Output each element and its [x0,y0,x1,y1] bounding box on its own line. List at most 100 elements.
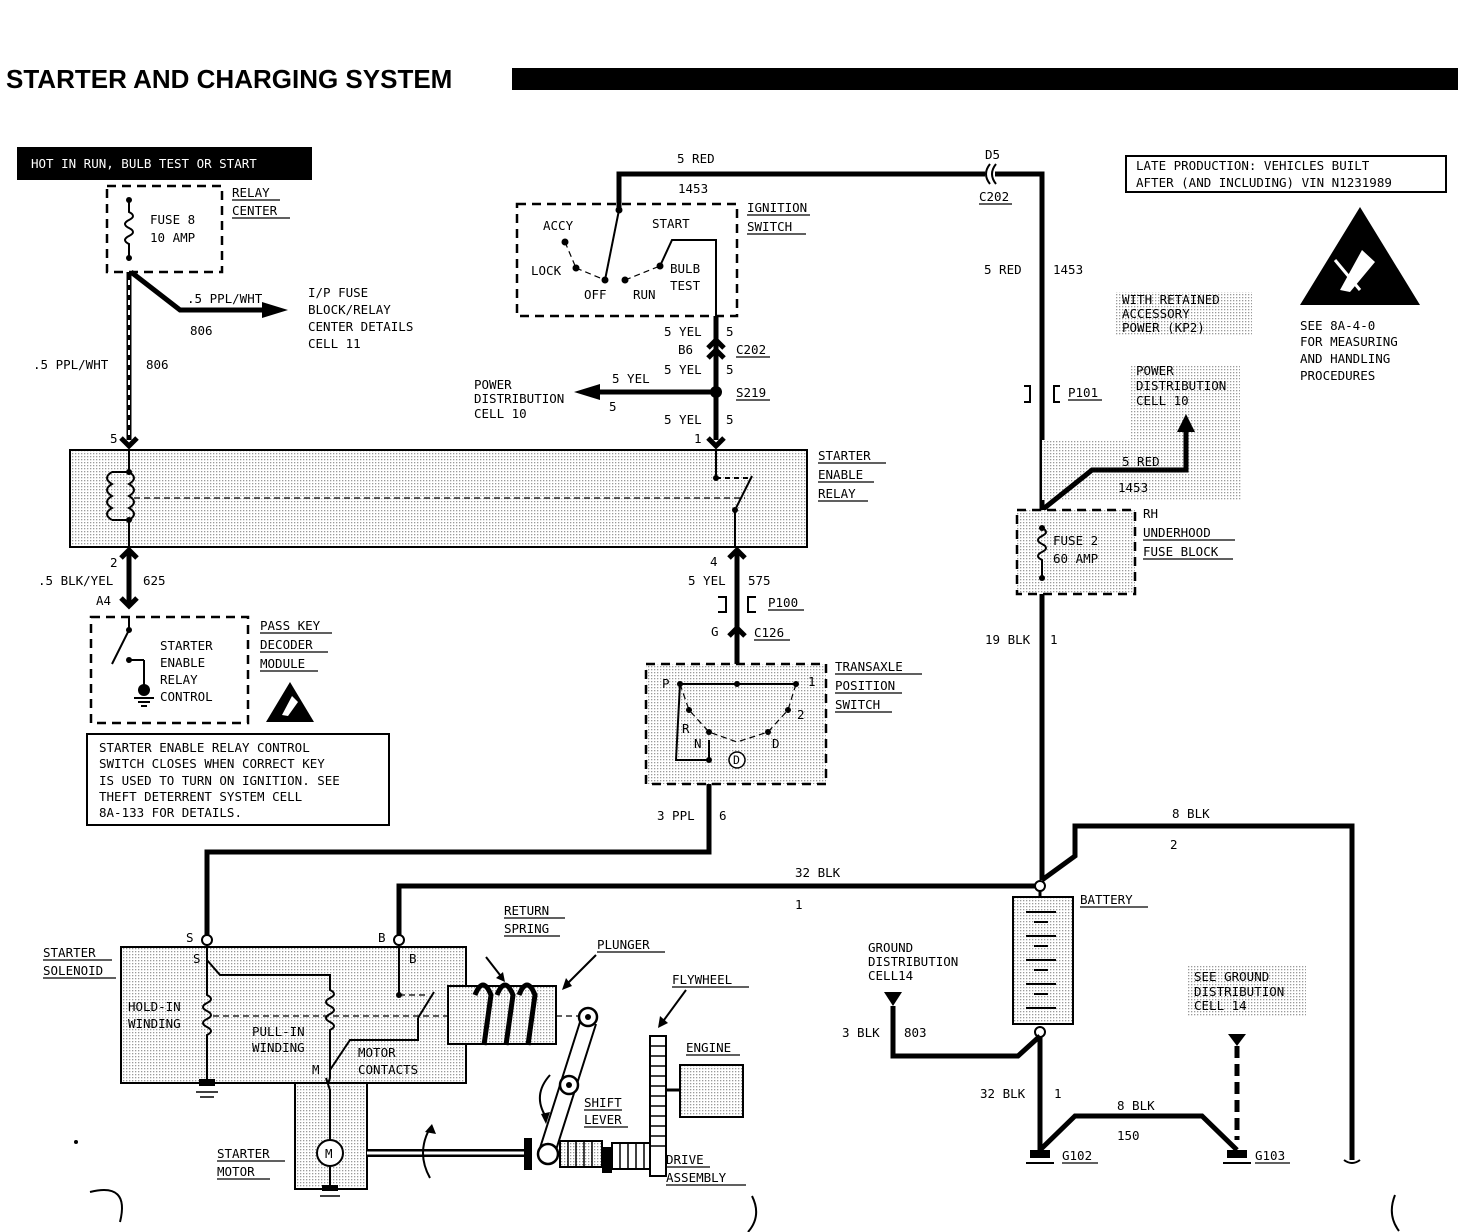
c202-top-d5: D5 [985,147,1000,162]
yel-w1: 5 YEL [664,324,702,339]
fuse-2-icon [1037,527,1047,578]
right-red-label: 5 RED [984,262,1022,277]
pass-key-box [89,615,250,725]
see-gnd-1: SEE GROUND [1194,969,1269,984]
power-dist-right-arrow-icon [1177,414,1195,432]
tx-2: 2 [797,707,805,722]
late-production-box [1125,155,1447,193]
p100-connector-icon [718,596,756,613]
gnd-dist-1: GROUND [868,940,913,955]
retained-3: POWER (KP2) [1122,320,1205,335]
pd-left-wire: 5 YEL [612,371,650,386]
g102-label: G102 [1062,1148,1092,1163]
fuse-8-icon [124,200,134,258]
connector-5-icon [119,436,139,450]
ip-fuse-circuit: 806 [190,323,213,338]
left-wire-label: .5 PPL/WHT [33,357,109,372]
starter-enable-relay-box [69,449,808,548]
fuse2-label: FUSE 2 [1053,533,1098,548]
ignition-contact-icon [604,209,620,281]
pk-inner-4: CONTROL [160,689,213,704]
esd-note-4: PROCEDURES [1300,368,1375,383]
power-dist-right-3: CELL 10 [1136,393,1189,408]
sol-hold-1: HOLD-IN [128,999,181,1014]
ign-lock: LOCK [531,263,562,278]
fuse-8-amp: 10 AMP [150,230,195,245]
power-dist-left-arrow-icon [574,384,600,400]
blk32-circuit: 1 [795,897,803,912]
c202-b6-connector-icon [706,336,726,360]
gnd-dist-3: CELL14 [868,968,913,983]
ign-accy: ACCY [543,218,574,233]
fuse2-wire: 5 RED [1122,454,1160,469]
starter-motor-ground-icon [322,1185,338,1191]
yel-n3: 5 [726,412,734,427]
esd-note-1: SEE 8A-4-0 [1300,318,1375,333]
yel-b6: B6 [678,342,693,357]
tx-label-1: TRANSAXLE [835,659,903,674]
yel575-wire-label: 5 YEL [688,573,726,588]
mech-plunger: PLUNGER [597,937,650,952]
ppl-label: 3 PPL [657,808,695,823]
transaxle-wiper-icon [674,683,709,761]
blk8-top-circuit: 2 [1170,837,1178,852]
relay-center-label-1: RELAY [232,185,270,200]
yel-c202: C202 [736,342,766,357]
blk19-circuit: 1 [1050,632,1058,647]
g103-label: G103 [1255,1148,1285,1163]
sol-b-out: B [378,930,386,945]
pd-left-3: CELL 10 [474,406,527,421]
sol-s-out: S [186,930,194,945]
page-title: STARTER AND CHARGING SYSTEM [6,64,452,94]
late-production-1: LATE PRODUCTION: VEHICLES BUILT [1136,158,1370,173]
hold-in-winding-icon [202,945,212,1080]
blk-yel-circuit: 625 [143,573,166,588]
g102-ground-icon [1030,1150,1050,1158]
right-red-wire [995,171,1045,510]
pass-key-switch-icon [111,617,130,665]
ser-label-3: RELAY [818,486,856,501]
ign-run: RUN [633,287,656,302]
sol-label-1: STARTER [43,945,96,960]
ignition-label-1: IGNITION [747,200,807,215]
mech-flywheel: FLYWHEEL [672,972,732,987]
blk32b-label: 32 BLK [980,1086,1026,1101]
solenoid-ground-icon [199,1079,215,1086]
relay-switch-icon [734,475,753,511]
tx-1: 1 [808,674,816,689]
esd-note-3: AND HANDLING [1300,351,1390,366]
drive-assembly-icon [559,1140,603,1168]
fuse-8-label: FUSE 8 [150,212,195,227]
sol-pull-2: WINDING [252,1040,305,1055]
retained-shade [1116,292,1252,336]
sol-b-in: B [409,951,417,966]
blk3-circuit: 803 [904,1025,927,1040]
sol-label-2: SOLENOID [43,963,103,978]
p101-label: P101 [1068,385,1098,400]
engine-icon [679,1064,744,1118]
pd-left-circuit: 5 [609,399,617,414]
note-box [86,733,390,826]
ip-fuse-arrow-icon [262,302,288,318]
tx-d: D [772,736,780,751]
sol-motor-2: CONTACTS [358,1062,418,1077]
note-4: THEFT DETERRENT SYSTEM CELL [99,789,302,804]
ip-fuse-text-3: CENTER DETAILS [308,319,413,334]
mech-sm-2: MOTOR [217,1164,255,1179]
pass-key-ground-icon [134,697,154,707]
tx-label-3: SWITCH [835,697,880,712]
top-red-circuit: 1453 [678,181,708,196]
relay-center-label-2: CENTER [232,203,278,218]
g103-ground-icon [1227,1150,1247,1158]
fuse2-place-2: UNDERHOOD [1143,525,1211,540]
return-spring-icon [472,982,538,1046]
hot-label-box [17,147,312,180]
mech-spring-2: SPRING [504,921,549,936]
yel-n1: 5 [726,324,734,339]
pk-label-1: PASS KEY [260,618,321,633]
mech-drive-2: ASSEMBLY [666,1170,727,1185]
ign-bulb-2: TEST [670,278,701,293]
yel-w2: 5 YEL [664,362,702,377]
note-1: STARTER ENABLE RELAY CONTROL [99,740,310,755]
pk-inner-3: RELAY [160,672,198,687]
